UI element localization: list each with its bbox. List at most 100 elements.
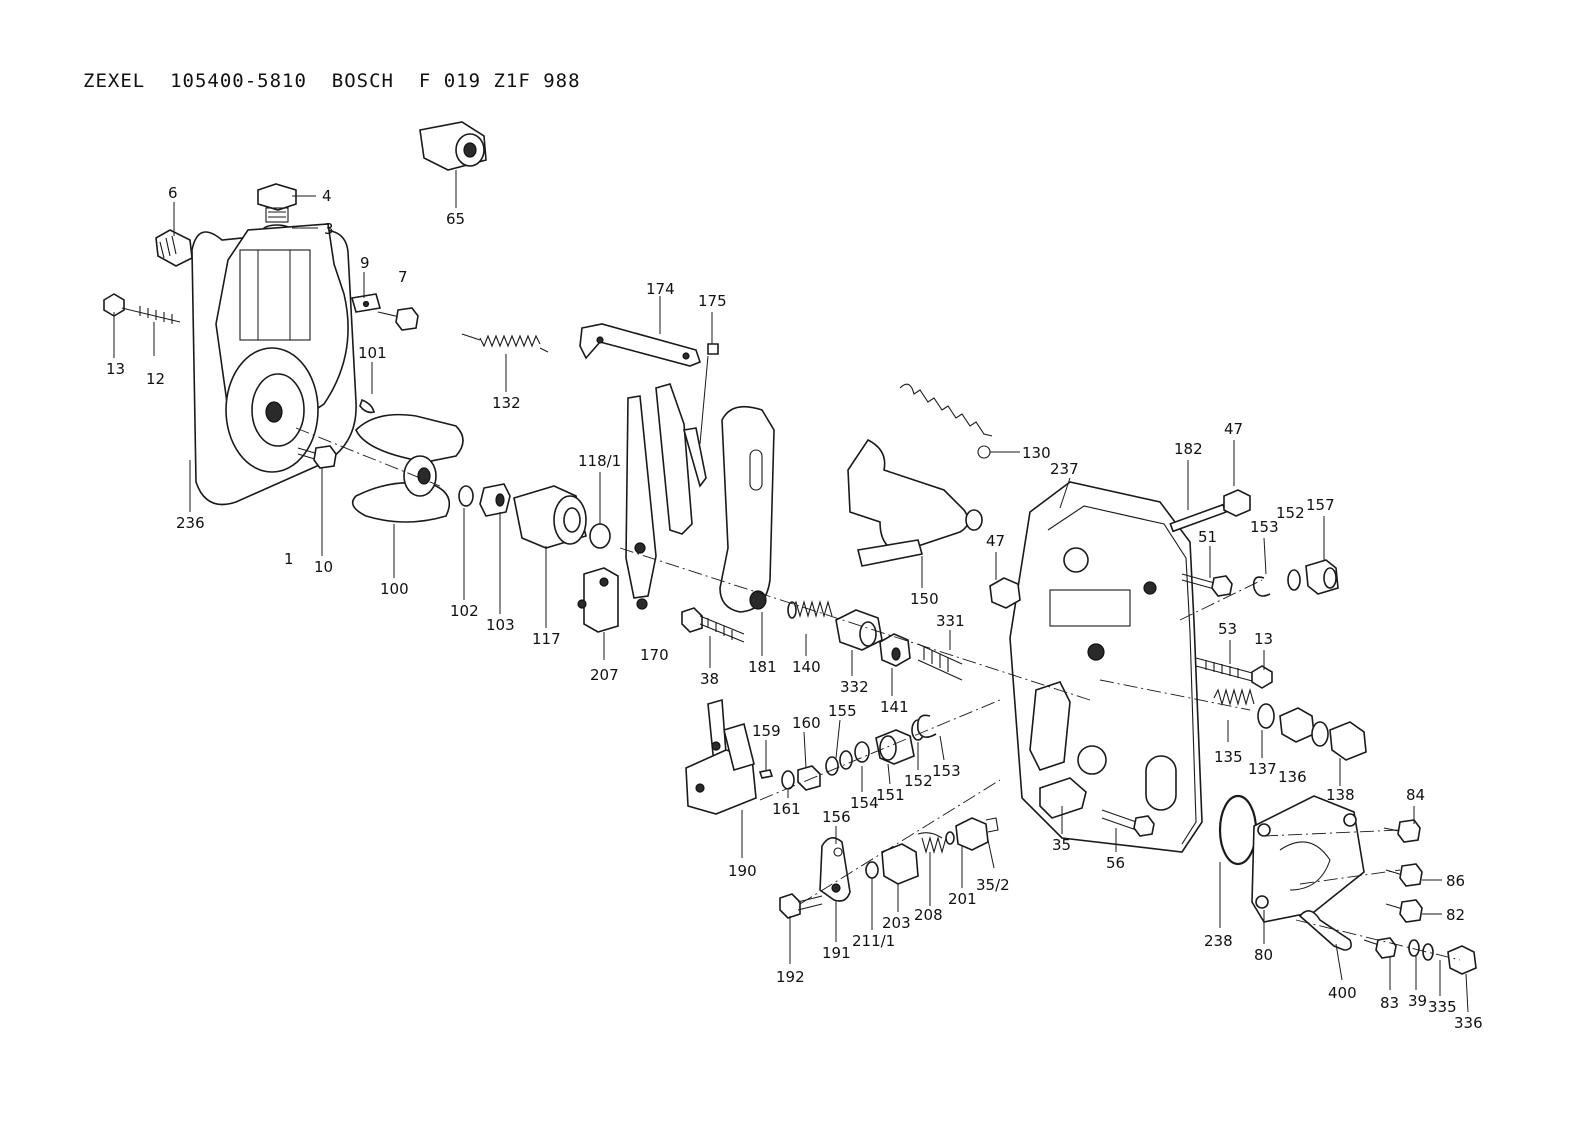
callout-56: 56: [1106, 854, 1125, 872]
part-157-cap: [1305, 559, 1339, 595]
part-170-lever: [625, 383, 707, 610]
part-211-1-washer: [865, 861, 879, 879]
part-154-washer: [839, 750, 853, 770]
part-56-bolt: [1101, 809, 1155, 837]
callout-10: 10: [314, 558, 333, 576]
part-153-circlip-upper: [1252, 576, 1271, 597]
part-51-bolt: [1181, 573, 1233, 597]
callout-labels: 65 6 4 3 9 7 13 12 101 132 174 175 236 1…: [106, 184, 1483, 1032]
part-141-nut: [879, 633, 911, 667]
callout-208: 208: [914, 906, 943, 924]
callout-156: 156: [822, 808, 851, 826]
part-83-bolt: [1363, 937, 1397, 959]
callout-35-2: 35/2: [976, 876, 1010, 894]
part-140-spring: [787, 599, 833, 619]
part-152-oring-upper: [1287, 569, 1301, 591]
callout-201: 201: [948, 890, 977, 908]
callout-182: 182: [1174, 440, 1203, 458]
part-332-nut: [835, 609, 883, 651]
callout-154: 154: [850, 794, 879, 812]
callout-13-left: 13: [106, 360, 125, 378]
part-153-circlip-lower: [916, 714, 937, 738]
part-201-oring: [945, 831, 955, 845]
part-80-cover: [1251, 795, 1365, 923]
part-191-plate: [819, 837, 851, 902]
part-drawings: [103, 121, 1477, 975]
part-130-spring: [899, 383, 993, 459]
callout-137: 137: [1248, 760, 1277, 778]
callout-35: 35: [1052, 836, 1071, 854]
callout-39: 39: [1408, 992, 1427, 1010]
callout-86: 86: [1446, 872, 1465, 890]
part-135-spring: [1213, 687, 1255, 707]
part-53-screw: [1195, 657, 1257, 683]
callout-47-lower: 47: [986, 532, 1005, 550]
callout-153-lower: 153: [932, 762, 961, 780]
callout-82: 82: [1446, 906, 1465, 924]
part-238-oring: [1218, 794, 1258, 866]
callout-140: 140: [792, 658, 821, 676]
part-13-nut-right: [1251, 665, 1273, 689]
callout-84: 84: [1406, 786, 1425, 804]
callout-130: 130: [1022, 444, 1051, 462]
callout-211-1: 211/1: [852, 932, 895, 950]
callout-118-1: 118/1: [578, 452, 621, 470]
part-138-cap: [1329, 721, 1367, 761]
part-151-washer: [854, 741, 870, 763]
part-1-housing: [215, 223, 349, 473]
part-102-washer: [458, 485, 474, 507]
part-159-pin: [758, 769, 774, 779]
part-207-block: [577, 567, 619, 633]
callout-207: 207: [590, 666, 619, 684]
part-190-lever-assembly: [685, 698, 757, 815]
callout-141: 141: [880, 698, 909, 716]
assembly-axes: [295, 427, 1461, 961]
callout-203: 203: [882, 914, 911, 932]
part-335-washer: [1422, 943, 1434, 961]
part-7-bolt: [377, 307, 419, 331]
part-82-bolt: [1385, 899, 1423, 923]
part-35-block: [1039, 777, 1087, 819]
part-47-plug-upper: [1223, 489, 1251, 517]
callout-132: 132: [492, 394, 521, 412]
callout-9: 9: [360, 254, 370, 272]
callout-191: 191: [822, 944, 851, 962]
part-101-key: [359, 398, 375, 414]
callout-51: 51: [1198, 528, 1217, 546]
callout-135: 135: [1214, 748, 1243, 766]
callout-174: 174: [646, 280, 675, 298]
callout-238: 238: [1204, 932, 1233, 950]
callout-331: 331: [936, 612, 965, 630]
callout-332: 332: [840, 678, 869, 696]
callout-236: 236: [176, 514, 205, 532]
part-103-bushing: [479, 483, 511, 517]
part-118-1-washer: [589, 523, 611, 549]
callout-53: 53: [1218, 620, 1237, 638]
part-136-nut: [1279, 707, 1315, 743]
callout-153-upper: 153: [1250, 518, 1279, 536]
part-136-washer: [1311, 721, 1329, 747]
part-208-spring: [917, 832, 947, 855]
part-132-spring: [461, 333, 549, 353]
callout-170: 170: [640, 646, 669, 664]
part-203-bushing: [881, 843, 919, 885]
part-181-lever: [719, 405, 775, 613]
callout-181: 181: [748, 658, 777, 676]
callout-83: 83: [1380, 994, 1399, 1012]
callout-102: 102: [450, 602, 479, 620]
callout-152-upper: 152: [1276, 504, 1305, 522]
callout-159: 159: [752, 722, 781, 740]
part-84-bolt: [1383, 819, 1421, 843]
part-100-flyweights: [351, 413, 464, 523]
part-38-bolt: [681, 607, 745, 643]
callout-157: 157: [1306, 496, 1335, 514]
callout-190: 190: [728, 862, 757, 880]
part-331-screw: [917, 643, 963, 681]
callout-160: 160: [792, 714, 821, 732]
callout-103: 103: [486, 616, 515, 634]
part-400-lever: [1298, 910, 1352, 951]
callout-47-upper: 47: [1224, 420, 1243, 438]
part-9-tab: [350, 293, 382, 313]
callout-6: 6: [168, 184, 178, 202]
